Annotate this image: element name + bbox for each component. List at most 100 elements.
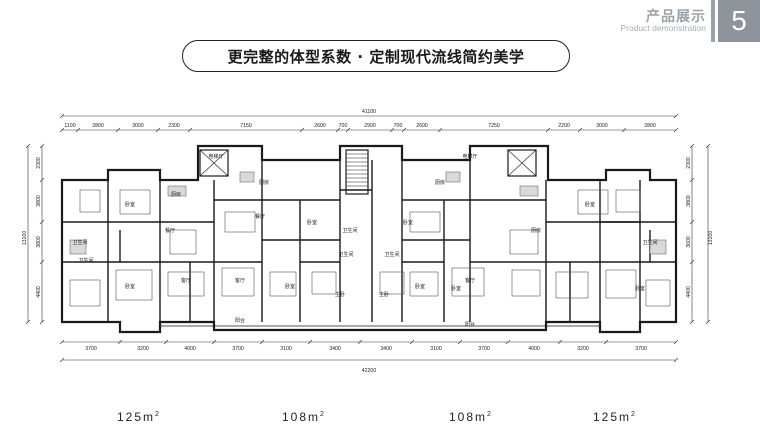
fixture — [649, 239, 667, 255]
dim-tick — [155, 127, 161, 133]
unit-area-3: 108m2 — [449, 410, 491, 424]
dim-right-3: 4400 — [686, 286, 692, 298]
room-label-21: 主卧 — [335, 291, 345, 298]
furniture — [269, 271, 297, 297]
dim-tick — [345, 127, 351, 133]
furniture — [119, 189, 151, 215]
dim-tick — [621, 127, 627, 133]
elevator-cross — [507, 149, 537, 177]
dim-tick — [115, 127, 121, 133]
dim-top-13: 2800 — [644, 123, 656, 129]
room-label-24: 客厅 — [181, 277, 191, 284]
dim-right-total: 13100 — [708, 231, 714, 246]
room-label-1: 厨房 — [259, 179, 269, 186]
dim-left-3: 4400 — [36, 286, 42, 298]
room-label-16: 卫生间 — [338, 251, 353, 258]
dim-tick — [673, 339, 679, 345]
dim-tick — [689, 319, 695, 325]
room-label-22: 主卧 — [379, 291, 389, 298]
room-label-0: 电梯厅 — [208, 153, 223, 160]
furniture — [379, 271, 405, 295]
dim-tick — [299, 127, 305, 133]
dim-tick — [673, 127, 679, 133]
dim-top-12: 3000 — [596, 123, 608, 129]
dim-tick — [59, 357, 65, 363]
dim-tick — [39, 319, 45, 325]
dimension-lines — [25, 113, 711, 363]
dim-right-0: 2300 — [686, 157, 692, 169]
room-label-10: 餐厅 — [255, 213, 265, 220]
dim-top-1: 2800 — [92, 123, 104, 129]
room-label-7: 卧室 — [585, 201, 595, 208]
dim-left-0: 2300 — [36, 157, 42, 169]
dim-tick — [59, 339, 65, 345]
dim-tick — [357, 339, 363, 345]
furniture — [451, 267, 485, 297]
dim-tick — [457, 339, 463, 345]
dim-tick — [39, 259, 45, 265]
furniture — [224, 211, 256, 233]
room-label-3: 餐厅 — [165, 227, 175, 234]
plan-fills — [69, 171, 671, 307]
furniture — [115, 269, 153, 301]
dim-bottom-4: 3100 — [280, 346, 292, 352]
room-label-5: 卫生间 — [72, 239, 87, 246]
room-labels: 电梯厅厨房电梯厅餐厅卧室卫生间厨房卧室卫生间厨房餐厅卧室卫生间卧室客厅卧室卫生间… — [72, 153, 657, 328]
fixture — [69, 239, 87, 255]
dim-left-2: 3800 — [36, 236, 42, 248]
furniture — [555, 271, 589, 299]
dim-total-bottom: 42200 — [362, 368, 377, 374]
dim-bottom-11: 3700 — [635, 346, 647, 352]
dim-bottom-8: 3700 — [478, 346, 490, 352]
unit-area-4: 125m2 — [593, 410, 635, 424]
dim-tick — [673, 113, 679, 119]
dim-bottom-1: 3200 — [137, 346, 149, 352]
room-label-17: 卫生间 — [384, 251, 399, 258]
furniture — [511, 269, 541, 297]
dim-tick — [577, 127, 583, 133]
dim-tick — [25, 319, 31, 325]
room-label-6: 厨房 — [435, 179, 445, 186]
dim-tick — [689, 219, 695, 225]
dim-top-0: 1100 — [64, 123, 75, 129]
dim-tick — [75, 127, 81, 133]
furniture — [577, 189, 609, 215]
room-label-25: 卧室 — [125, 283, 135, 290]
dim-top-4: 7150 — [240, 123, 252, 129]
elevator-shaft — [507, 149, 537, 177]
dim-tick — [187, 127, 193, 133]
dim-tick — [673, 357, 679, 363]
dim-bottom-9: 4000 — [528, 346, 540, 352]
room-label-20: 卧室 — [415, 283, 425, 290]
dim-tick — [259, 339, 265, 345]
room-label-9: 厨房 — [531, 227, 541, 234]
room-label-12: 卫生间 — [342, 227, 357, 234]
room-label-13: 卧室 — [403, 219, 413, 226]
dim-tick — [401, 127, 407, 133]
dim-top-11: 2200 — [558, 123, 570, 129]
dim-bottom-6: 3400 — [380, 346, 392, 352]
dim-bottom-2: 4000 — [184, 346, 196, 352]
dim-top-8: 700 — [394, 123, 403, 129]
header-title: 产品展示 — [646, 9, 706, 25]
dim-tick — [307, 339, 313, 345]
unit-area-1: 125m2 — [117, 410, 159, 424]
dim-bottom-0: 3700 — [85, 346, 97, 352]
furniture — [79, 189, 101, 213]
dim-tick — [689, 177, 695, 183]
room-label-15: 卧室 — [285, 283, 295, 290]
fixture — [519, 185, 539, 197]
dim-tick — [39, 177, 45, 183]
dim-total-top: 41100 — [362, 109, 376, 115]
dim-tick — [689, 143, 695, 149]
dim-left-1: 3800 — [36, 195, 42, 207]
dim-tick — [25, 143, 31, 149]
room-label-28: 卫生间 — [78, 257, 93, 264]
furniture — [221, 267, 255, 297]
dim-top-9: 2600 — [416, 123, 428, 129]
furniture — [69, 279, 101, 307]
header-subtitle: Product demonstration — [620, 23, 706, 33]
dim-right-1: 3800 — [686, 195, 692, 207]
